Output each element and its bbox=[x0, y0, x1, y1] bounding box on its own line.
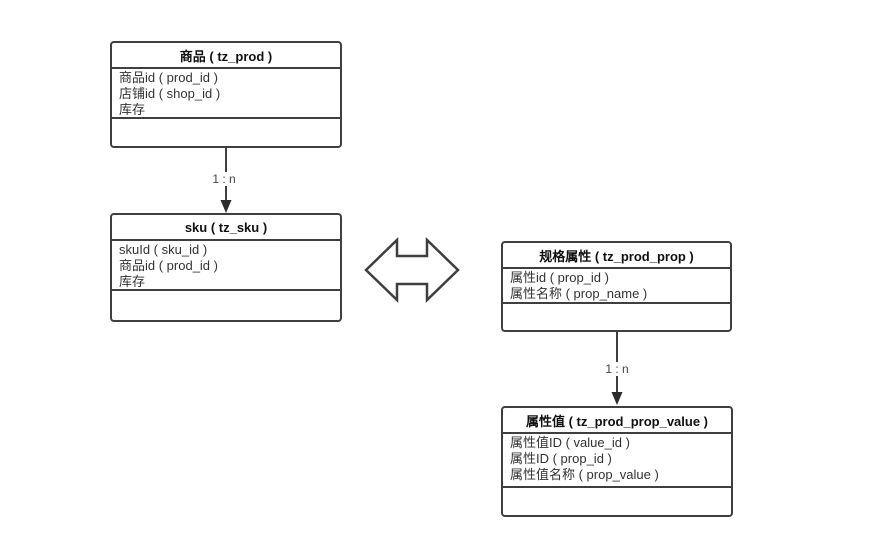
entity-footer bbox=[112, 289, 340, 320]
entity-table-sku: sku ( tz_sku ) skuId ( sku_id )商品id ( pr… bbox=[110, 213, 342, 322]
field-row: 商品id ( prod_id ) bbox=[119, 70, 218, 85]
entity-table-prod-prop-value: 属性值 ( tz_prod_prop_value ) 属性值ID ( value… bbox=[501, 406, 733, 517]
entity-title: sku ( tz_sku ) bbox=[112, 215, 340, 241]
field-row: 商品id ( prod_id ) bbox=[119, 258, 218, 273]
field-row: 属性id ( prop_id ) bbox=[510, 270, 609, 285]
field-row: 属性ID ( prop_id ) bbox=[510, 451, 612, 466]
entity-title: 规格属性 ( tz_prod_prop ) bbox=[503, 243, 730, 269]
field-row: 库存 bbox=[119, 102, 146, 117]
field-row: 属性值ID ( value_id ) bbox=[510, 435, 630, 450]
arrowhead-down-icon bbox=[220, 200, 232, 213]
field-row: 库存 bbox=[119, 274, 146, 289]
entity-fields: 商品id ( prod_id )店铺id ( shop_id )库存 bbox=[112, 69, 340, 117]
entity-footer bbox=[503, 302, 730, 330]
cardinality-label: 1 : n bbox=[209, 172, 239, 186]
entity-fields: skuId ( sku_id )商品id ( prod_id )库存 bbox=[112, 241, 340, 289]
arrowhead-down-icon bbox=[611, 392, 623, 405]
entity-fields: 属性值ID ( value_id )属性ID ( prop_id )属性值名称 … bbox=[503, 434, 731, 486]
field-row: 店铺id ( shop_id ) bbox=[119, 86, 221, 101]
entity-table-prod: 商品 ( tz_prod ) 商品id ( prod_id )店铺id ( sh… bbox=[110, 41, 342, 148]
cardinality-label: 1 : n bbox=[602, 362, 632, 376]
entity-table-prod-prop: 规格属性 ( tz_prod_prop ) 属性id ( prop_id )属性… bbox=[501, 241, 732, 332]
field-row: skuId ( sku_id ) bbox=[119, 242, 208, 257]
entity-title: 属性值 ( tz_prod_prop_value ) bbox=[503, 408, 731, 434]
entity-footer bbox=[112, 117, 340, 146]
entity-fields: 属性id ( prop_id )属性名称 ( prop_name ) bbox=[503, 269, 730, 302]
entity-title: 商品 ( tz_prod ) bbox=[112, 43, 340, 69]
field-row: 属性值名称 ( prop_value ) bbox=[510, 467, 659, 482]
double-arrow-icon bbox=[364, 237, 460, 303]
field-row: 属性名称 ( prop_name ) bbox=[510, 286, 648, 301]
entity-footer bbox=[503, 486, 731, 515]
